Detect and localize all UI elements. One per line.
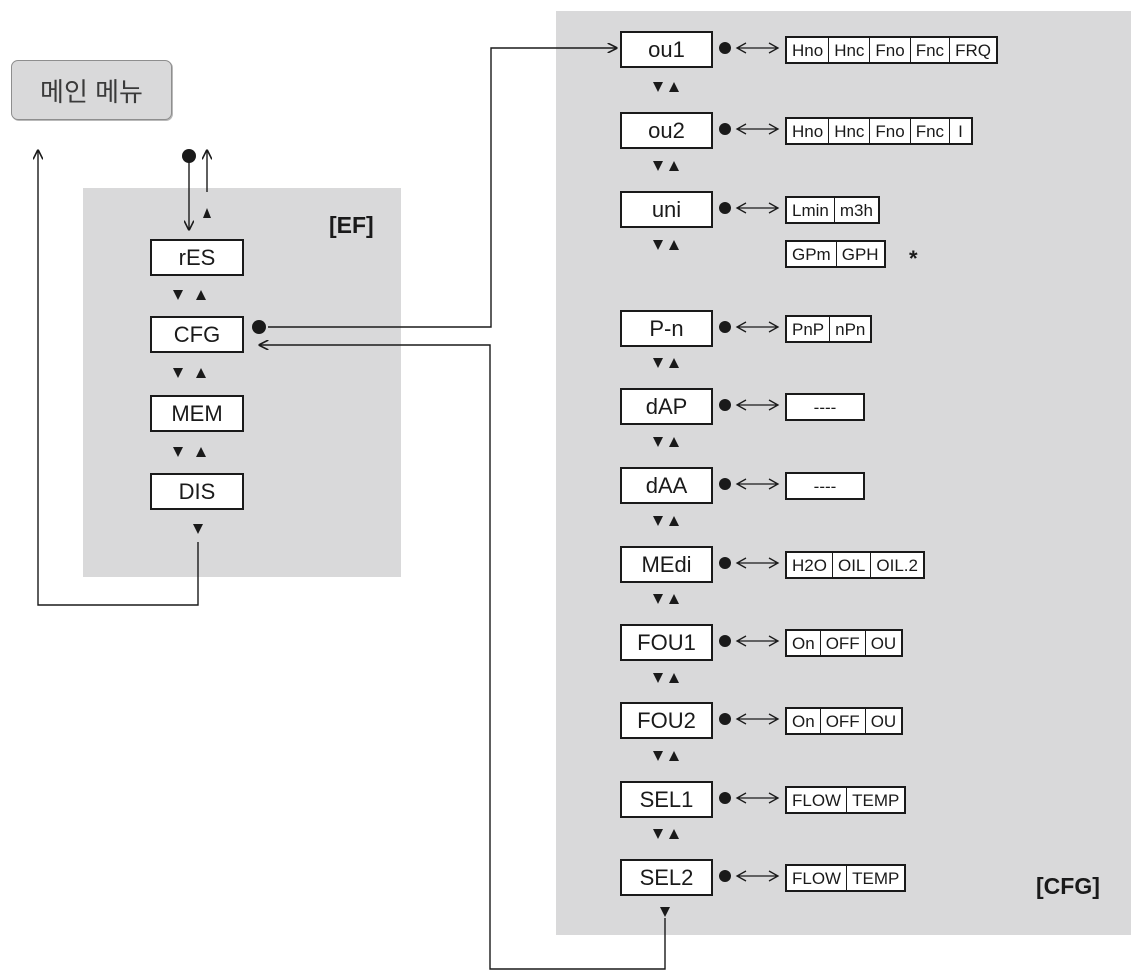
option-value[interactable]: GPH	[835, 242, 884, 266]
option-value[interactable]: Fno	[869, 38, 909, 62]
cfg-param-label: FOU1	[637, 629, 696, 655]
ef-item-label: CFG	[173, 321, 221, 347]
cfg-param-p-n[interactable]: P-n	[620, 310, 713, 347]
option-value[interactable]: Lmin	[792, 200, 829, 220]
option-value[interactable]: Hno	[792, 40, 824, 60]
cfg-param-label: ou2	[648, 117, 685, 143]
enter-cfg-arrow	[268, 48, 617, 328]
option-value[interactable]: OFF	[819, 631, 865, 655]
footnote-asterisk: *	[909, 246, 918, 271]
option-value[interactable]: I	[949, 119, 971, 143]
option-value[interactable]: Fnc	[909, 38, 949, 62]
set-button-dot	[182, 149, 196, 163]
option-value[interactable]: Fnc	[909, 119, 949, 143]
ef-item-label: MEM	[171, 400, 223, 426]
cfg-param-uni[interactable]: uni	[620, 191, 713, 228]
cfg-param-ou1[interactable]: ou1	[620, 31, 713, 68]
ef-item-label: rES	[178, 244, 216, 270]
option-value[interactable]: OFF	[819, 709, 865, 733]
option-value[interactable]: nPn	[829, 317, 870, 341]
option-value[interactable]: Fno	[869, 119, 909, 143]
dap-options: ----	[785, 393, 865, 421]
uni-options-alt: GPm GPH	[785, 240, 886, 268]
option-value[interactable]: ----	[813, 476, 837, 496]
ou1-options: Hno Hnc Fno Fnc FRQ	[785, 36, 998, 64]
fou1-options: On OFF OU	[785, 629, 904, 657]
cfg-param-dap[interactable]: dAP	[620, 388, 713, 425]
option-value[interactable]: OU	[864, 709, 902, 733]
option-value[interactable]: PnP	[792, 319, 825, 339]
option-value[interactable]: GPm	[792, 244, 831, 264]
cfg-param-fou1[interactable]: FOU1	[620, 624, 713, 661]
ef-item-dis[interactable]: DIS	[150, 473, 244, 510]
cfg-param-label: ou1	[648, 36, 685, 62]
cfg-param-label: dAA	[645, 472, 688, 498]
cfg-param-label: SEL2	[639, 864, 694, 890]
ef-nav-triangles	[173, 208, 211, 534]
ef-item-cfg[interactable]: CFG	[150, 316, 244, 353]
cfg-param-medi[interactable]: MEdi	[620, 546, 713, 583]
return-cfg-arrow	[259, 345, 666, 970]
cfg-param-label: P-n	[649, 315, 684, 341]
cfg-menu-label: [CFG]	[1036, 873, 1100, 899]
sel1-options: FLOW TEMP	[785, 786, 907, 814]
medi-options: H2O OIL OIL.2	[785, 551, 925, 579]
cfg-param-sel1[interactable]: SEL1	[620, 781, 713, 818]
option-value[interactable]: OIL.2	[870, 553, 923, 577]
option-value[interactable]: OIL	[831, 553, 870, 577]
option-value[interactable]: FLOW	[792, 868, 842, 888]
set-button-dot	[252, 320, 266, 334]
ef-item-res[interactable]: rES	[150, 239, 244, 276]
param-connectors	[719, 42, 780, 882]
return-to-main-arrow	[38, 150, 199, 606]
daa-options: ----	[785, 472, 865, 500]
cfg-param-fou2[interactable]: FOU2	[620, 702, 713, 739]
cfg-param-label: MEdi	[641, 551, 692, 577]
option-value[interactable]: OU	[864, 631, 902, 655]
cfg-nav-triangles	[653, 82, 679, 917]
cfg-param-sel2[interactable]: SEL2	[620, 859, 713, 896]
cfg-param-label: uni	[651, 196, 682, 222]
option-value[interactable]: Hnc	[828, 119, 869, 143]
option-value[interactable]: TEMP	[846, 788, 904, 812]
main-menu-button[interactable]: 메인 메뉴	[11, 60, 172, 120]
option-value[interactable]: FLOW	[792, 790, 842, 810]
ef-item-mem[interactable]: MEM	[150, 395, 244, 432]
sel2-options: FLOW TEMP	[785, 864, 907, 892]
uni-options: Lmin m3h	[785, 196, 880, 224]
option-value[interactable]: TEMP	[846, 866, 904, 890]
option-value[interactable]: Hnc	[828, 38, 869, 62]
option-value[interactable]: FRQ	[949, 38, 996, 62]
main-menu-label: 메인 메뉴	[40, 76, 143, 107]
option-value[interactable]: H2O	[792, 555, 827, 575]
option-value[interactable]: m3h	[833, 198, 878, 222]
cfg-param-label: dAP	[645, 393, 688, 419]
p-n-options: PnP nPn	[785, 315, 873, 343]
ef-menu-label: [EF]	[329, 212, 374, 238]
fou2-options: On OFF OU	[785, 707, 904, 735]
cfg-param-daa[interactable]: dAA	[620, 467, 713, 504]
option-value[interactable]: Hno	[792, 121, 824, 141]
cfg-param-ou2[interactable]: ou2	[620, 112, 713, 149]
option-value[interactable]: On	[792, 633, 815, 653]
option-value[interactable]: ----	[813, 397, 837, 417]
cfg-param-label: FOU2	[637, 707, 696, 733]
ef-item-label: DIS	[178, 478, 216, 504]
cfg-param-label: SEL1	[639, 786, 694, 812]
ou2-options: Hno Hnc Fno Fnc I	[785, 117, 973, 145]
option-value[interactable]: On	[792, 711, 815, 731]
